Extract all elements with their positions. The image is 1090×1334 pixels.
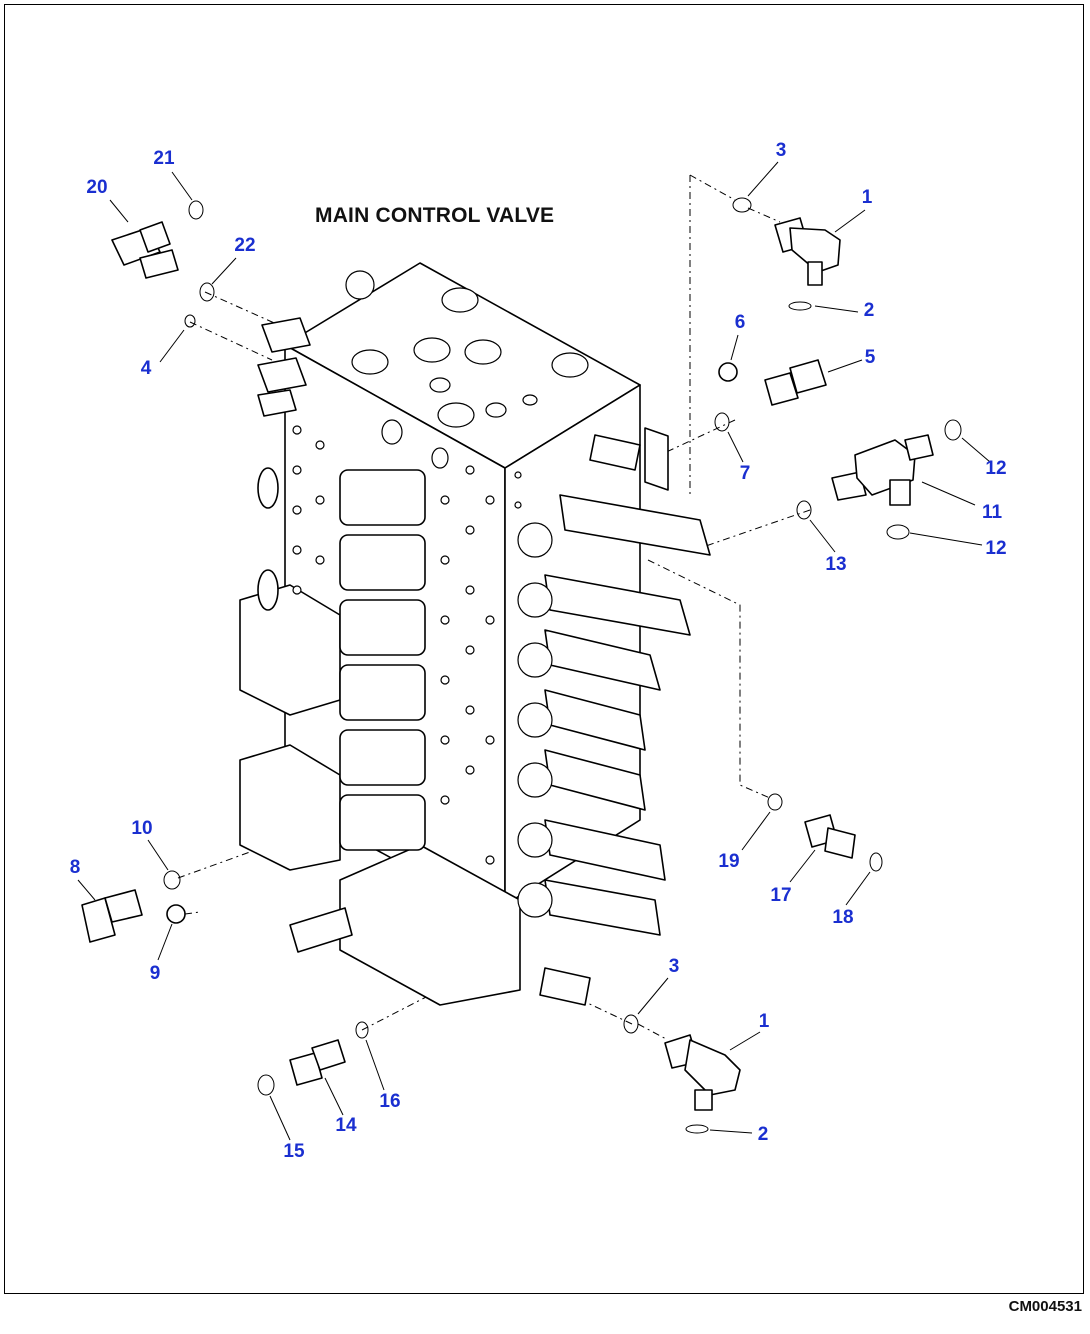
oring-2-upper bbox=[788, 301, 812, 311]
port-holes bbox=[292, 419, 522, 865]
part-connector-14 bbox=[289, 1039, 346, 1086]
callout-6: 6 bbox=[734, 312, 746, 333]
callout-20: 20 bbox=[86, 177, 108, 198]
callout-3: 3 bbox=[668, 956, 680, 977]
callout-10: 10 bbox=[131, 818, 153, 839]
callout-2: 2 bbox=[757, 1124, 769, 1145]
callout-8: 8 bbox=[69, 857, 81, 878]
callout-2: 2 bbox=[863, 300, 875, 321]
spool-caps bbox=[517, 494, 711, 936]
callout-9: 9 bbox=[149, 963, 161, 984]
oring-2-lower bbox=[685, 1124, 709, 1134]
oring-4 bbox=[184, 314, 196, 328]
part-elbow-20 bbox=[111, 221, 179, 279]
callout-3: 3 bbox=[775, 140, 787, 161]
callout-21: 21 bbox=[153, 148, 175, 169]
oring-16 bbox=[355, 1021, 369, 1039]
oring-13 bbox=[796, 500, 812, 520]
callout-4: 4 bbox=[140, 358, 152, 379]
diagram-title: MAIN CONTROL VALVE bbox=[315, 204, 555, 227]
oring-12-upper bbox=[944, 419, 962, 441]
callout-11: 11 bbox=[981, 502, 1003, 523]
callout-14: 14 bbox=[335, 1115, 357, 1136]
part-elbow-1-lower bbox=[664, 1034, 741, 1111]
oring-15 bbox=[257, 1074, 275, 1096]
oring-22 bbox=[199, 282, 215, 302]
part-elbow-1-upper bbox=[774, 217, 841, 286]
part-sensor-5 bbox=[764, 359, 827, 406]
callout-5: 5 bbox=[864, 347, 876, 368]
oring-21 bbox=[188, 200, 204, 220]
valve-body bbox=[239, 262, 711, 1006]
callout-1: 1 bbox=[758, 1011, 770, 1032]
assembly-lines bbox=[177, 174, 811, 1041]
callout-12: 12 bbox=[985, 538, 1007, 559]
callout-1: 1 bbox=[861, 187, 873, 208]
callout-19: 19 bbox=[718, 851, 740, 872]
callout-18: 18 bbox=[832, 907, 854, 928]
oring-12-lower bbox=[886, 524, 910, 540]
plug-9 bbox=[166, 904, 186, 924]
callout-16: 16 bbox=[379, 1091, 401, 1112]
plug-6 bbox=[718, 362, 738, 382]
callout-12: 12 bbox=[985, 458, 1007, 479]
part-connector-17 bbox=[804, 814, 856, 859]
oring-10 bbox=[163, 870, 181, 890]
leader-lines bbox=[77, 161, 991, 1141]
oring-3-lower bbox=[623, 1014, 639, 1034]
oring-7 bbox=[714, 412, 730, 432]
oring-18 bbox=[869, 852, 883, 872]
callout-13: 13 bbox=[825, 554, 847, 575]
callout-7: 7 bbox=[739, 463, 751, 484]
oring-3-upper bbox=[732, 197, 752, 213]
part-tee-11 bbox=[831, 434, 934, 506]
oring-19 bbox=[767, 793, 783, 811]
callout-15: 15 bbox=[283, 1141, 305, 1162]
drawing-code: CM004531 bbox=[1008, 1298, 1082, 1315]
part-elbow-8 bbox=[81, 889, 143, 943]
callout-17: 17 bbox=[770, 885, 792, 906]
drawing-frame bbox=[4, 4, 1084, 1294]
callout-22: 22 bbox=[234, 235, 256, 256]
